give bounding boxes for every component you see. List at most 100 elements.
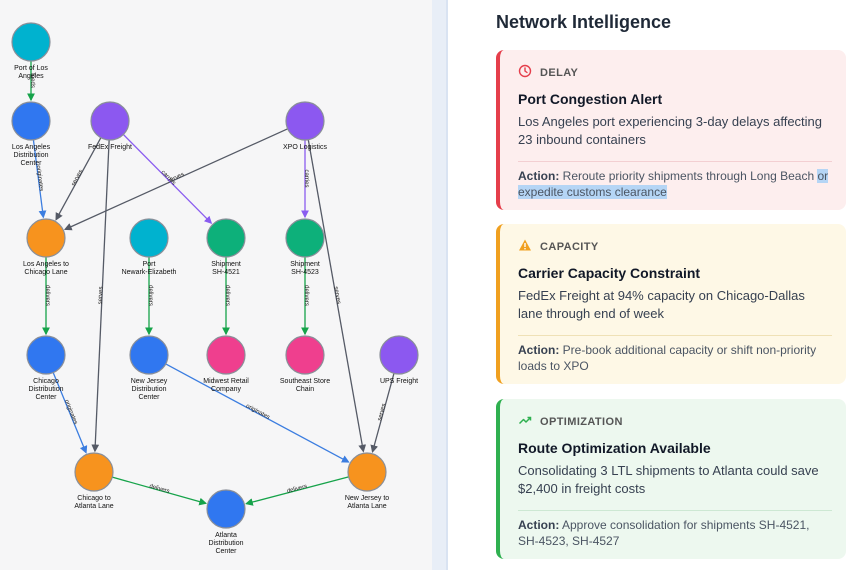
node-circle[interactable] (26, 218, 66, 258)
node-circle[interactable] (285, 101, 325, 141)
action-text: Approve consolidation for shipments SH-4… (518, 518, 810, 548)
node-circle[interactable] (347, 452, 387, 492)
capacity-alert-card[interactable]: CAPACITY Carrier Capacity Constraint Fed… (496, 224, 846, 384)
edge-xpo-sh4523: carries (301, 140, 309, 219)
edge-ups-nj-atl: serves (370, 373, 395, 453)
node-label: New Jersey (131, 378, 168, 385)
edge-nj-atl-atl-dc: delivers (245, 476, 349, 506)
action-text: Reroute priority shipments through Long … (562, 169, 818, 183)
panel-divider (446, 0, 448, 570)
node-circle[interactable] (11, 101, 51, 141)
action-label: Action: (518, 343, 560, 357)
node-label: Center (35, 394, 57, 401)
edge-fedex-chi-atl: serves (91, 139, 110, 453)
node-circle[interactable] (379, 335, 419, 375)
edge-label: delivers (44, 285, 50, 306)
edge-label: delivers (147, 285, 153, 306)
edge-line (63, 128, 288, 231)
node-label: Distribution (208, 540, 243, 547)
optimization-card[interactable]: OPTIMIZATION Route Optimization Availabl… (496, 399, 846, 559)
edge-sh4521-midwest: delivers (222, 257, 230, 336)
edge-port-la-la-dc: feeds (27, 61, 35, 102)
node-label: Distribution (131, 386, 166, 393)
panel-title: Network Intelligence (496, 12, 672, 32)
node-circle[interactable] (285, 218, 325, 258)
node-label: Chicago to (77, 495, 111, 502)
node-label: Company (211, 386, 241, 393)
card-type-row: OPTIMIZATION (518, 413, 832, 430)
node-label: Angeles (18, 73, 44, 80)
node-label: Los Angeles to (23, 261, 69, 268)
node-circle[interactable] (285, 335, 325, 375)
card-action: Action: Reroute priority shipments throu… (518, 168, 832, 200)
node-circle[interactable] (129, 218, 169, 258)
edge-la-dc-la-chi: originates (32, 139, 47, 219)
node-label: UPS Freight (380, 378, 418, 385)
node-label: Atlanta (215, 532, 237, 539)
node-circle[interactable] (74, 452, 114, 492)
card-type-label: OPTIMIZATION (540, 415, 623, 428)
node-circle[interactable] (206, 489, 246, 529)
node-label: Shipment (211, 261, 241, 268)
edge-line (370, 373, 395, 453)
node-circle[interactable] (206, 335, 246, 375)
edge-line (91, 139, 110, 453)
edge-line (245, 476, 349, 506)
node-label: Distribution (28, 386, 63, 393)
card-type-row: DELAY (518, 64, 832, 81)
node-label: Chicago (33, 378, 59, 385)
node-circle[interactable] (11, 22, 51, 62)
node-label: Port (143, 261, 156, 268)
edge-label: serves (377, 403, 387, 422)
edge-label: delivers (149, 484, 171, 495)
card-title: Carrier Capacity Constraint (518, 265, 701, 281)
edge-label: serves (98, 286, 105, 304)
card-title: Route Optimization Available (518, 440, 711, 456)
card-action: Action: Approve consolidation for shipme… (518, 517, 832, 549)
node-label: SH-4523 (291, 269, 319, 276)
node-circle[interactable] (90, 101, 130, 141)
node-label: Atlanta Lane (74, 503, 113, 510)
node-label: Newark-Elizabeth (122, 269, 177, 276)
card-type-row: CAPACITY (518, 238, 832, 255)
action-text: Pre-book additional capacity or shift no… (518, 343, 817, 373)
node-circle[interactable] (206, 218, 246, 258)
node-circle[interactable] (129, 335, 169, 375)
node-label: Center (20, 160, 42, 167)
action-label: Action: (518, 169, 560, 183)
node-label: New Jersey to (345, 495, 389, 502)
card-description: Consolidating 3 LTL shipments to Atlanta… (518, 463, 819, 496)
card-type-label: DELAY (540, 66, 579, 79)
carrier-node-fedex[interactable]: FedEx Freight (88, 101, 132, 151)
edge-label: delivers (286, 484, 308, 495)
card-type-label: CAPACITY (540, 240, 599, 253)
node-label: Midwest Retail (203, 378, 249, 385)
carrier-node-ups[interactable]: UPS Freight (379, 335, 419, 385)
node-label: Los Angeles (12, 144, 51, 151)
card-description: FedEx Freight at 94% capacity on Chicago… (518, 288, 805, 321)
card-title: Port Congestion Alert (518, 91, 663, 107)
edge-chi-atl-atl-dc: delivers (112, 476, 208, 506)
delay-alert-card[interactable]: DELAY Port Congestion Alert Los Angeles … (496, 50, 846, 210)
node-label: Chain (296, 386, 314, 393)
card-separator (518, 510, 832, 511)
carrier-node-xpo[interactable]: XPO Logistics (283, 101, 327, 151)
node-label: Center (138, 394, 160, 401)
edge-label: originates (63, 399, 78, 425)
node-circle[interactable] (26, 335, 66, 375)
